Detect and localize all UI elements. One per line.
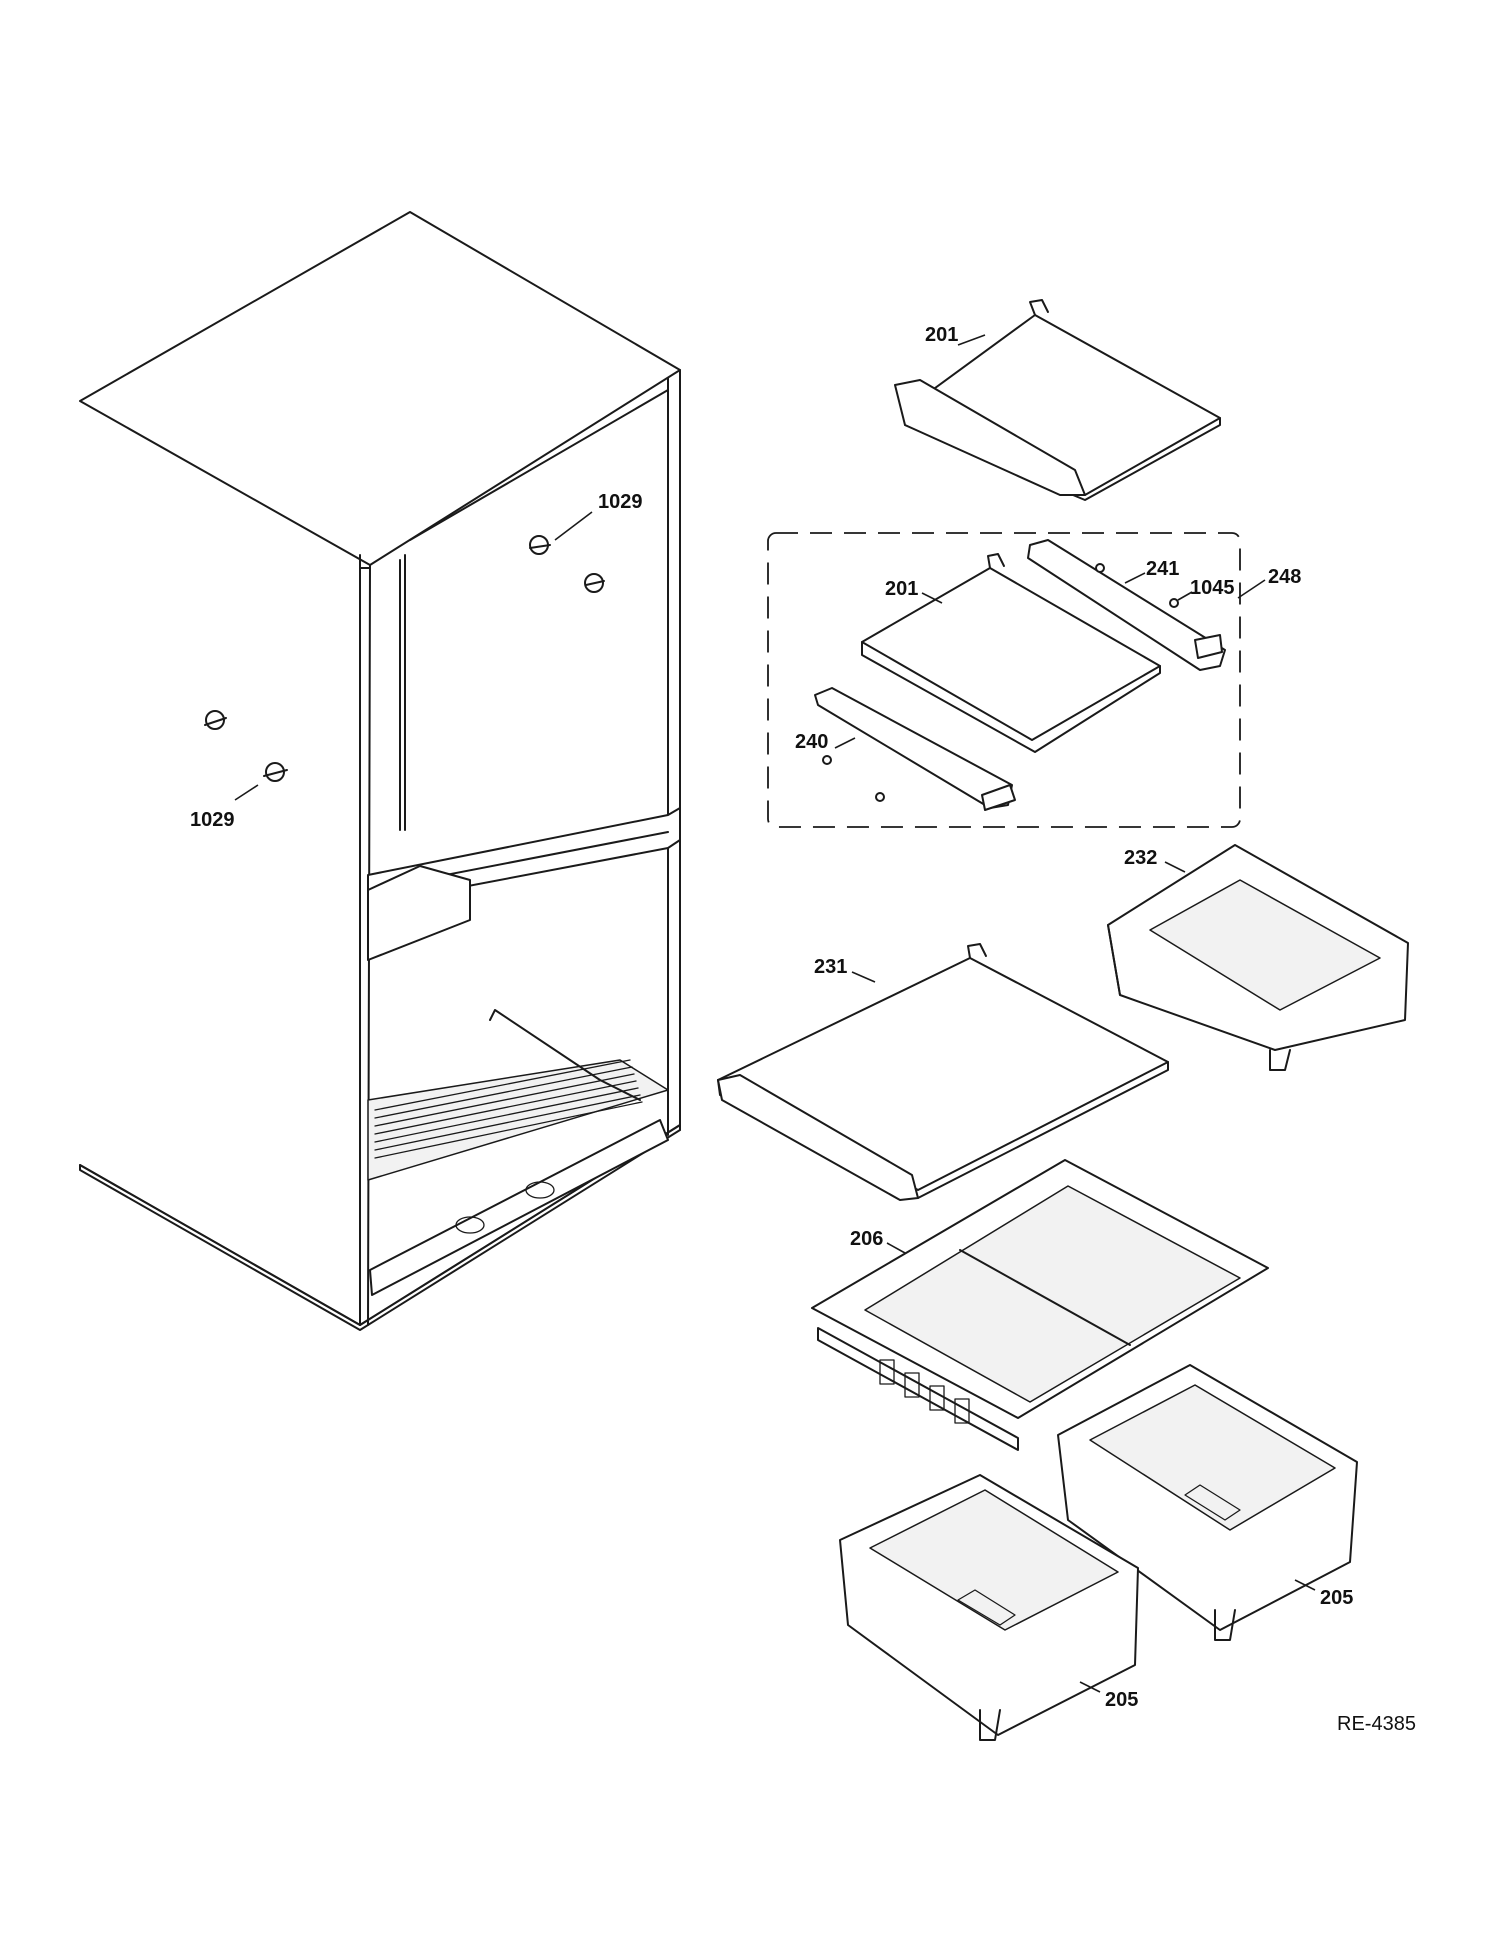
- callout-205-left: 205: [1105, 1689, 1138, 1711]
- drawing-code: RE-4385: [1337, 1713, 1416, 1735]
- shelf-201-top: [894, 299, 1221, 501]
- callout-232: 232: [1124, 847, 1157, 869]
- leader-lines: [234, 334, 1316, 1693]
- crisper-drawer-205-left: [839, 1474, 1139, 1741]
- callout-240: 240: [795, 731, 828, 753]
- callout-201-kit: 201: [885, 578, 918, 600]
- callout-231: 231: [814, 956, 847, 978]
- kit-248-group: [767, 532, 1241, 828]
- callout-205-right: 205: [1320, 1587, 1353, 1609]
- callout-1045: 1045: [1190, 577, 1235, 599]
- callout-241: 241: [1146, 558, 1179, 580]
- refrigerator-cabinet: [79, 211, 681, 1331]
- shelf-support-icon: [204, 535, 605, 782]
- callout-201-top: 201: [925, 324, 958, 346]
- callout-206: 206: [850, 1228, 883, 1250]
- callout-248: 248: [1268, 566, 1301, 588]
- shelf-231: [717, 943, 1169, 1201]
- crisper-cover-206: [811, 1159, 1269, 1451]
- callout-1029-upper: 1029: [598, 491, 643, 513]
- drawer-232: [1107, 844, 1409, 1071]
- callout-1029-lower: 1029: [190, 809, 235, 831]
